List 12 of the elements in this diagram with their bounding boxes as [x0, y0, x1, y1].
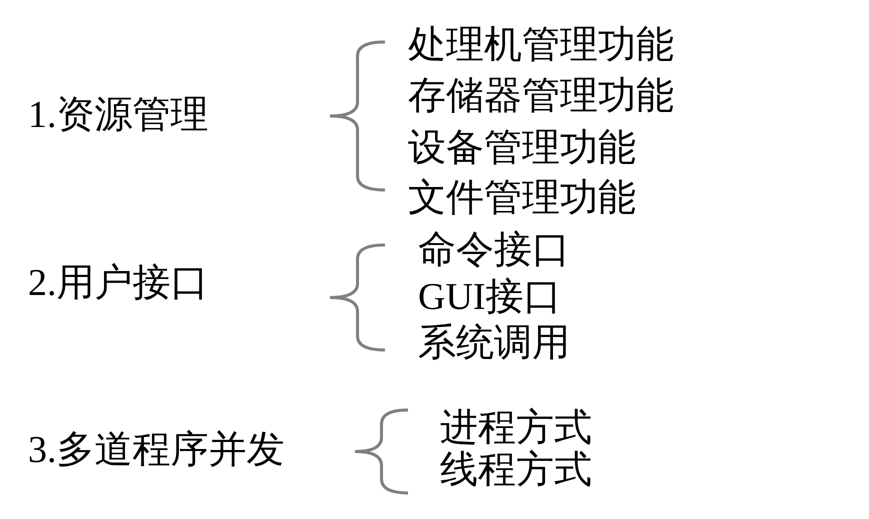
list-item: GUI接口: [418, 275, 562, 320]
list-item: 设备管理功能: [408, 126, 636, 171]
category-heading: 3.多道程序并发: [28, 428, 284, 473]
list-item: 文件管理功能: [408, 176, 636, 221]
list-item: 存储器管理功能: [408, 74, 674, 119]
list-item: 命令接口: [418, 228, 570, 273]
list-item: 进程方式: [440, 406, 592, 450]
list-item: 处理机管理功能: [408, 23, 674, 68]
list-item: 系统调用: [418, 321, 570, 366]
category-heading: 2.用户接口: [28, 261, 208, 306]
list-item: 线程方式: [440, 448, 592, 493]
category-heading: 1.资源管理: [28, 93, 208, 138]
